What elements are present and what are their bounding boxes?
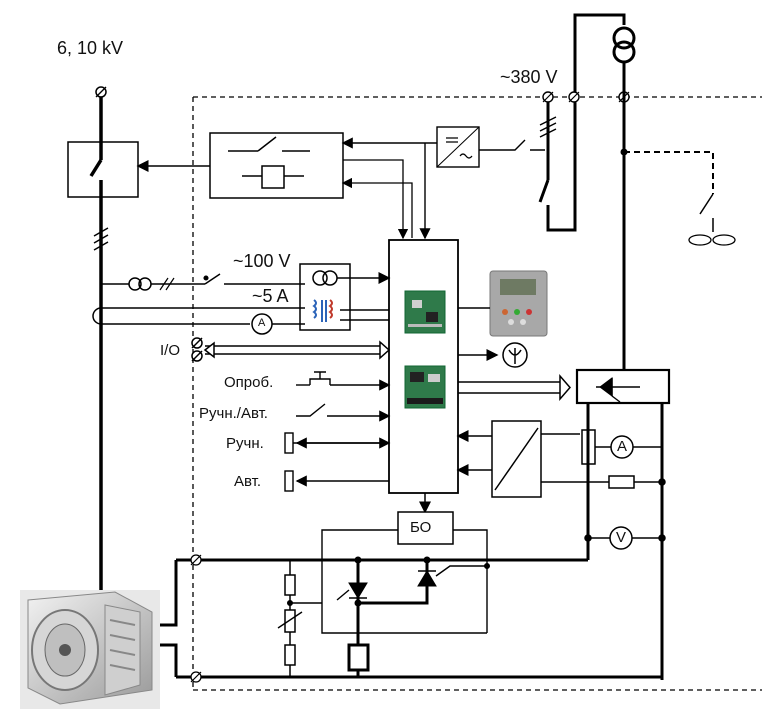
voltage-100-label: ~100 V	[233, 251, 291, 271]
voltmeter-label: V	[616, 529, 627, 546]
ammeter-small-label: A	[258, 317, 266, 329]
manual-indicator	[284, 432, 391, 454]
fan-icon	[688, 234, 736, 246]
manual-label: Ручн.	[226, 435, 264, 452]
hv-line	[89, 86, 109, 590]
auto-indicator	[284, 470, 389, 492]
dashed-enclosure	[192, 96, 762, 691]
hv-voltage-label: 6, 10 kV	[57, 38, 124, 58]
bo-label: БО	[410, 519, 432, 536]
operator-panel	[489, 270, 548, 337]
test-label: Опроб.	[224, 374, 274, 391]
relay-box	[136, 132, 344, 199]
manual-auto-switch	[296, 403, 389, 416]
aux-supply	[538, 13, 714, 370]
controller-outputs	[419, 342, 571, 514]
io-bus	[191, 337, 391, 362]
thyristor-bridge	[575, 368, 671, 680]
feedback-converter	[491, 420, 666, 550]
current-5a-label: ~5 A	[252, 286, 289, 306]
test-button-symbol	[296, 371, 391, 391]
relay-links	[341, 159, 413, 240]
auto-label: Авт.	[234, 473, 262, 490]
manual-auto-label: Ручн./Авт.	[199, 405, 268, 422]
motor-photo	[20, 590, 160, 709]
power-converter	[341, 126, 545, 240]
measure-inputs	[92, 263, 391, 335]
breaker-box	[67, 141, 139, 198]
ammeter-label: A	[617, 438, 628, 455]
field-circuit	[160, 511, 662, 683]
aux-voltage-label: ~380 V	[500, 67, 558, 87]
controller-board-bottom	[404, 365, 446, 409]
io-label: I/O	[160, 342, 181, 359]
current-transformer	[312, 299, 333, 322]
controller-board-top	[404, 290, 446, 334]
